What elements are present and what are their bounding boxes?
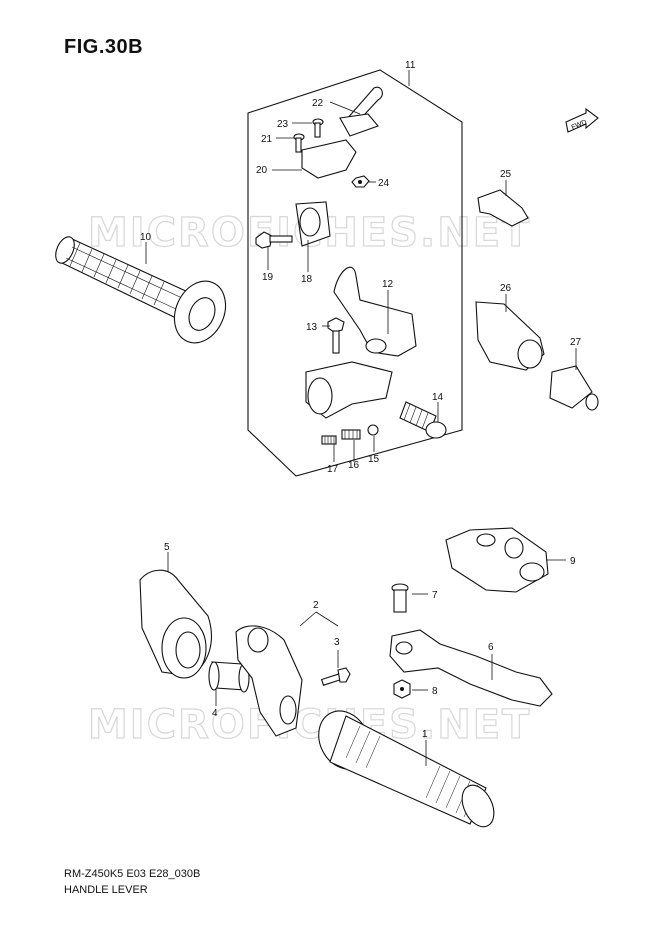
hot-start-lever [339, 86, 383, 137]
switch-25 [477, 189, 529, 227]
callout-16: 16 [348, 460, 360, 471]
screw-21 [293, 133, 305, 153]
callout-5: 5 [164, 542, 170, 553]
nut-24 [351, 175, 370, 188]
callout-17: 17 [327, 464, 339, 475]
callout-6: 6 [488, 642, 494, 653]
fwd-arrow-icon: FWD [565, 107, 599, 133]
model-code: RM-Z450K5 E03 E28_030B [64, 868, 201, 880]
screw-23 [312, 118, 324, 138]
lever-holder [305, 361, 393, 419]
callout-3: 3 [334, 637, 340, 648]
bolt-13 [327, 317, 345, 354]
assembly-frame [247, 69, 463, 477]
callout-22: 22 [312, 98, 324, 109]
bolt-3 [320, 667, 351, 686]
nut-27 [549, 365, 599, 411]
callout-12: 12 [382, 279, 394, 290]
spring-17 [321, 435, 337, 445]
callout-1: 1 [422, 729, 428, 740]
brake-lever-6 [389, 629, 553, 707]
callout-11: 11 [405, 60, 416, 71]
grip-left [55, 236, 227, 344]
adjuster-14 [399, 401, 447, 439]
bracket-20 [301, 139, 357, 179]
callout-2: 2 [313, 600, 319, 611]
ball-15 [367, 424, 379, 436]
watermark-lower: MICROFICHES.NET [88, 702, 531, 748]
figure-title: FIG.30B [64, 36, 144, 58]
throttle-grip-1 [318, 710, 495, 828]
callout-19: 19 [262, 272, 274, 283]
guard-5 [139, 569, 212, 679]
holder-18 [295, 201, 331, 247]
clutch-lever-12 [333, 266, 417, 357]
bolt-7 [391, 583, 409, 613]
callout-7: 7 [432, 590, 438, 601]
callout-14: 14 [432, 392, 444, 403]
nut-8 [393, 679, 411, 699]
leader-lines [145, 101, 577, 766]
spring-16 [341, 429, 361, 440]
cover-26 [475, 301, 545, 371]
figure-caption: HANDLE LEVER [64, 884, 148, 896]
callout-15: 15 [368, 454, 380, 465]
callout-23: 23 [277, 119, 289, 130]
callout-9: 9 [570, 556, 576, 567]
callout-21: 21 [261, 134, 273, 145]
callout-8: 8 [432, 686, 438, 697]
callout-10: 10 [140, 232, 152, 243]
callout-4: 4 [212, 708, 218, 719]
holder-2 [235, 625, 303, 737]
bolt-19 [255, 231, 293, 249]
callout-13: 13 [306, 322, 318, 333]
callout-26: 26 [500, 283, 512, 294]
cover-9 [445, 527, 549, 593]
callout-24: 24 [378, 178, 390, 189]
callout-18: 18 [301, 274, 313, 285]
callout-20: 20 [256, 165, 268, 176]
callout-25: 25 [500, 169, 512, 180]
callout-27: 27 [570, 337, 582, 348]
